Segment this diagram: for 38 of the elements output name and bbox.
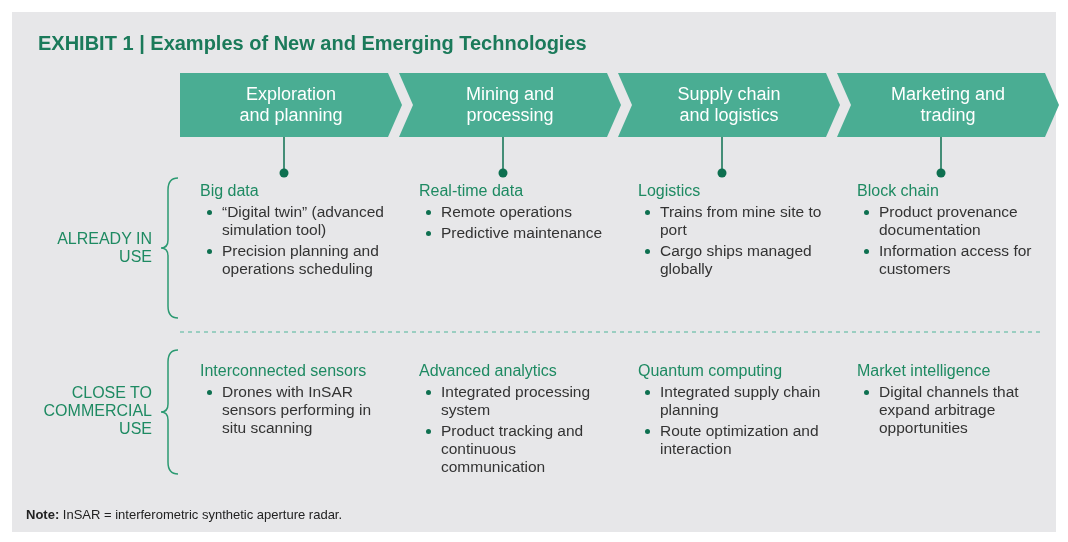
step-label: Mining and processing — [464, 84, 556, 126]
bullet-item: Integrated supply chain planning — [660, 383, 821, 418]
step-label: Exploration and planning — [238, 84, 344, 126]
row-label: ALREADY IN USE — [56, 230, 152, 266]
connector-line — [717, 136, 727, 178]
bullet-item: Predictive maintenance — [441, 224, 603, 241]
category-heading: Logistics — [638, 182, 702, 200]
category-heading: Advanced analytics — [419, 362, 558, 380]
bullet-item: Remote operations — [441, 203, 572, 220]
category-heading: Block chain — [857, 182, 940, 200]
title: EXHIBIT 1 | Examples of New and Emerging Technologies — [38, 32, 587, 55]
bullet-item: “Digital twin” (advanced simulation tool) — [222, 203, 384, 238]
category-heading: Big data — [200, 182, 260, 200]
bullet-item: Trains from mine site to port — [660, 203, 822, 238]
bullet-item: Product provenance documentation — [879, 203, 1018, 238]
category-heading: Market intelligence — [857, 362, 992, 380]
chevron-step — [180, 73, 402, 137]
bullet-item: Integrated processing system — [441, 383, 591, 418]
connector-line — [936, 136, 946, 178]
category-heading: Quantum computing — [638, 362, 784, 380]
category-heading: Interconnected sensors — [200, 362, 368, 380]
bullet-item: Route optimization and interaction — [660, 422, 819, 457]
bullet-item: Information access for customers — [879, 242, 1032, 277]
category-heading: Real-time data — [419, 182, 525, 200]
chevron-step — [399, 73, 621, 137]
connector-line — [498, 136, 508, 178]
bullet-item: Drones with InSAR sensors performing in situ scanning — [222, 383, 372, 436]
chevron-step — [618, 73, 840, 137]
step-label: Marketing and trading — [889, 84, 1007, 126]
bullet-item: Product tracking and continuous communication — [441, 422, 584, 475]
step-label: Supply chain and logistics — [676, 84, 782, 126]
note-text: Note: InSAR = interferometric synthetic aperture radar. — [26, 507, 343, 522]
connector-line — [279, 136, 289, 178]
bullet-item: Cargo ships managed globally — [660, 242, 812, 277]
bullet-item: Digital channels that expand arbitrage opportunities — [879, 383, 1019, 436]
row-label: CLOSE TO COMMERCIAL USE — [42, 384, 152, 438]
chevron-step — [837, 73, 1059, 137]
bullet-item: Precision planning and operations scheduling — [222, 242, 379, 277]
